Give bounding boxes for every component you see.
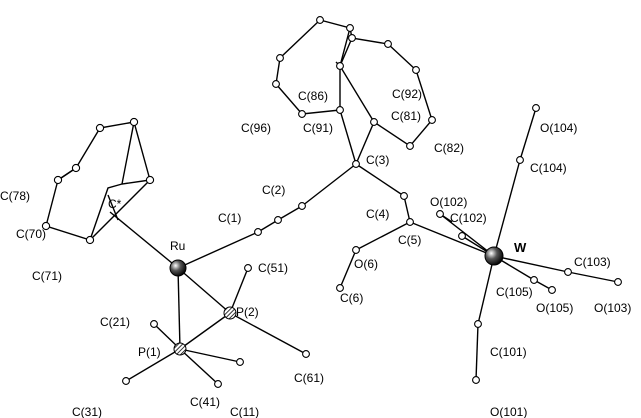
atom-c1 <box>254 228 262 236</box>
label-c105: C(105) <box>496 285 533 299</box>
atom-c96 <box>298 110 306 118</box>
label-c91: C(91) <box>303 121 333 135</box>
label-c82: C(82) <box>434 141 464 155</box>
atom-c51 <box>244 264 252 272</box>
atom-ru <box>169 259 187 277</box>
atom-o101 <box>472 376 480 384</box>
atom-ring <box>272 80 280 88</box>
label-c4: C(4) <box>366 207 389 221</box>
label-c81: C(81) <box>391 109 421 123</box>
atom-c82 <box>428 116 436 124</box>
atom-o102 <box>436 210 444 218</box>
atom-c91 <box>336 106 344 114</box>
label-c1: C(1) <box>218 211 241 225</box>
atom-p1 <box>173 342 187 356</box>
label-c31: C(31) <box>72 405 102 418</box>
label-c70: C(70) <box>16 227 46 241</box>
label-o102: O(102) <box>430 195 467 209</box>
label-c104: C(104) <box>530 161 567 175</box>
atom-c71 <box>85 235 95 245</box>
atom-c3 <box>352 160 360 168</box>
atom-c11 <box>214 380 222 388</box>
atom-c105 <box>530 276 538 284</box>
label-c92: C(92) <box>392 87 422 101</box>
atom-ring <box>412 66 420 74</box>
label-ru: Ru <box>170 239 185 253</box>
atom-c102 <box>458 232 466 240</box>
label-o103: O(103) <box>594 301 631 315</box>
atom-o105 <box>548 286 556 294</box>
atom-c31 <box>122 377 130 385</box>
atom-c61 <box>302 350 310 358</box>
atom-ring <box>384 40 392 48</box>
label-c102: C(102) <box>450 211 487 225</box>
label-o105: O(105) <box>536 301 573 315</box>
label-o101: O(101) <box>490 405 527 418</box>
atom-c5 <box>406 218 414 226</box>
atom-labels: C(86) C(92) C(96) C(91) C(81) C(82) O(10… <box>0 87 631 418</box>
label-c86: C(86) <box>298 89 328 103</box>
atom-ring <box>95 123 105 133</box>
label-c71: C(71) <box>32 269 62 283</box>
label-c78: C(78) <box>0 189 30 203</box>
atom-ring <box>276 54 284 62</box>
label-p1: P(1) <box>138 345 161 359</box>
label-c2: C(2) <box>262 183 285 197</box>
atom-ring <box>346 24 354 32</box>
atom-c6 <box>336 284 344 292</box>
atom-c78 <box>71 163 81 173</box>
atom-c81 <box>370 118 378 126</box>
atom-c104 <box>516 156 524 164</box>
label-c103: C(103) <box>574 255 611 269</box>
atom-p2 <box>223 306 237 320</box>
atom-ring <box>406 142 414 150</box>
label-c96: C(96) <box>241 121 271 135</box>
label-p2: P(2) <box>236 305 259 319</box>
label-c61: C(61) <box>294 371 324 385</box>
atom-c70 <box>41 221 51 231</box>
atom-c41 <box>236 358 244 366</box>
label-cstar: C* <box>108 197 122 211</box>
atom-c4 <box>400 192 408 200</box>
label-c3: C(3) <box>366 153 389 167</box>
label-c11: C(11) <box>230 405 259 418</box>
atom-c2a <box>274 216 282 224</box>
label-c6: C(6) <box>340 291 363 305</box>
label-c41: C(41) <box>190 395 220 409</box>
label-c51: C(51) <box>258 261 288 275</box>
atom-ring <box>53 175 63 185</box>
atom-w <box>484 246 504 266</box>
atom-c103 <box>564 268 572 276</box>
label-c101: C(101) <box>490 345 527 359</box>
atom-o6 <box>352 246 360 254</box>
atom-o104 <box>532 104 540 112</box>
atom-ring <box>316 16 324 24</box>
atoms <box>41 16 622 388</box>
atom-ring <box>348 34 356 42</box>
atom-o103 <box>614 278 622 286</box>
bonds <box>45 19 619 385</box>
label-o6: O(6) <box>354 257 378 271</box>
atom-c101 <box>474 320 482 328</box>
label-c21: C(21) <box>100 315 130 329</box>
atom-c21 <box>150 320 158 328</box>
label-c5: C(5) <box>398 233 421 247</box>
atom-c2 <box>298 202 306 210</box>
atom-ring <box>145 175 155 185</box>
atom-ring <box>129 117 139 127</box>
label-o104: O(104) <box>540 121 577 135</box>
label-w: W <box>514 240 527 255</box>
atom-c86 <box>336 62 344 70</box>
